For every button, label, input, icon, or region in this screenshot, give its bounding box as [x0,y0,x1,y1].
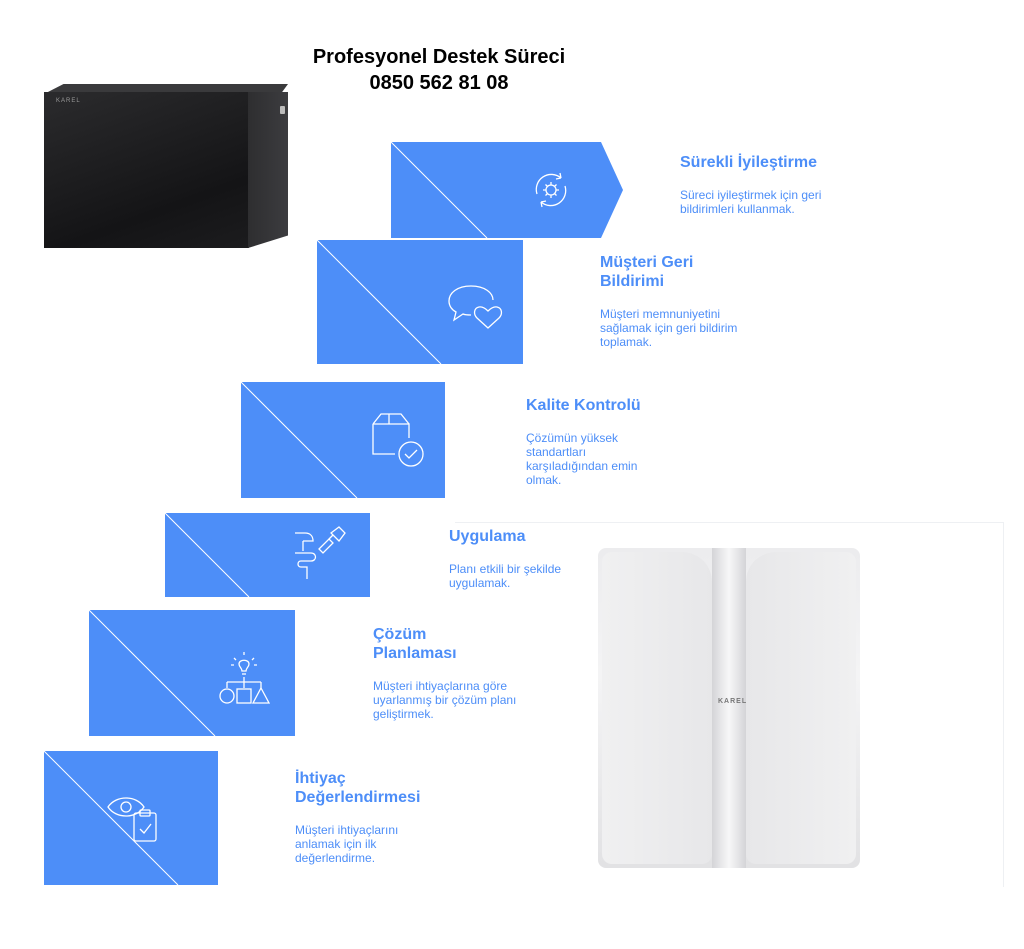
step-block-continuous-improvement [391,142,623,238]
step-diagonal [317,240,442,364]
white-box-logo: KAREL [718,698,748,705]
step-description: Müşteri ihtiyaçlarına göre uyarlanmış bi… [373,679,517,721]
chat-heart-icon [445,278,505,332]
cabinet-lock [280,106,285,114]
step-title: Sürekli İyileştirme [680,154,817,171]
box-check-icon [367,408,427,468]
step-diagonal [44,751,179,885]
step-label-solution-planning: Çözüm Planlaması Müşteri ihtiyaçlarına g… [373,625,543,721]
step-label-implementation: Uygulama Planı etkili bir şekilde uygula… [449,527,609,590]
step-block-solution-planning [89,610,295,736]
white-box-left-panel [602,552,712,864]
step-label-quality-control: Kalite Kontrolü Çözümün yüksek standartl… [526,396,696,487]
step-diagonal [241,382,358,498]
phone-number[interactable]: 0850 562 81 08 [369,72,509,94]
product-image-frame [455,522,1004,887]
cabinet-front [44,92,249,248]
title-text: Profesyonel Destek Süreci [312,46,566,68]
step-description: Müşteri memnuniyetini sağlamak için geri… [600,307,738,349]
black-cabinet-image: KAREL [44,84,288,248]
page-title: Profesyonel Destek Süreci 0850 562 81 08 [239,44,639,96]
cabinet-side [248,92,288,248]
eye-clipboard-icon [104,787,164,847]
step-title: Kalite Kontrolü [526,397,641,414]
step-diagonal [89,610,216,736]
step-label-needs-assessment: İhtiyaç Değerlendirmesi Müşteri ihtiyaçl… [295,769,465,865]
white-product-image: KAREL [598,548,860,868]
step-block-quality-control [241,382,445,498]
white-box-right-panel [746,552,856,864]
step-description: Süreci iyileştirmek için geri bildirimle… [680,188,822,216]
step-description: Müşteri ihtiyaçlarını anlamak için ilk d… [295,823,399,865]
step-title: Çözüm Planlaması [373,626,457,662]
step-title: Uygulama [449,528,526,545]
cabinet-top [44,84,288,94]
step-block-customer-feedback [317,240,523,364]
step-description: Çözümün yüksek standartları karşıladığın… [526,431,638,487]
step-block-implementation [165,513,370,597]
step-label-customer-feedback: Müşteri Geri Bildirimi Müşteri memnuniye… [600,253,790,349]
cabinet-logo: KAREL [56,98,81,104]
step-block-needs-assessment [44,751,218,885]
step-diagonal [391,142,488,238]
white-box-seam [712,548,746,868]
step-description: Planı etkili bir şekilde uygulamak. [449,562,562,590]
step-label-continuous-improvement: Sürekli İyileştirme Süreci iyileştirmek … [680,153,880,216]
step-diagonal [165,513,250,597]
step-title: İhtiyaç Değerlendirmesi [295,770,421,806]
cycle-gear-icon [525,164,577,216]
tools-icon [289,519,357,587]
bulb-flowchart-icon [215,648,273,708]
step-title: Müşteri Geri Bildirimi [600,254,694,290]
